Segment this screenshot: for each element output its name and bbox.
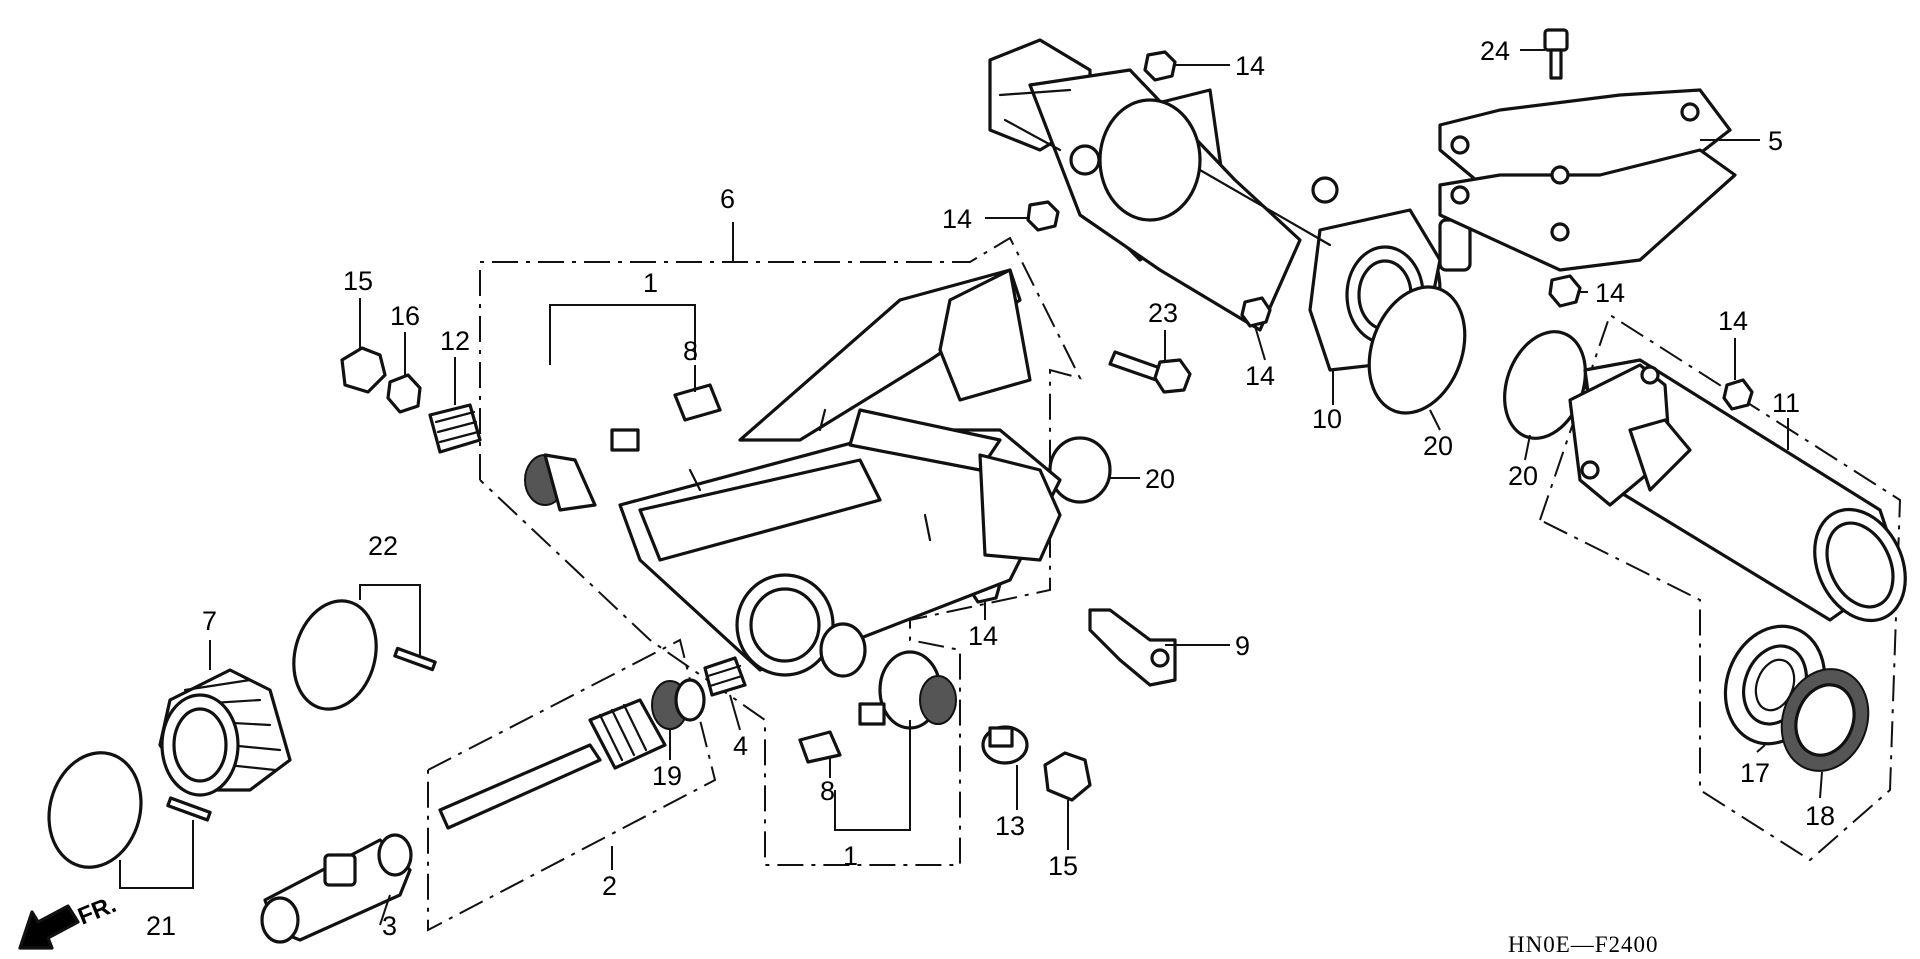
callout-10: 10 (1312, 404, 1342, 434)
bushing-1-lower (878, 650, 957, 730)
callout-20-lower: 20 (1145, 464, 1175, 494)
screw-21 (166, 796, 212, 822)
callout-15-upper: 15 (343, 266, 373, 296)
front-arrow: FR. (18, 891, 120, 950)
axle-housing-11 (1568, 358, 1907, 623)
callout-13: 13 (995, 811, 1025, 841)
universal-joint-3 (260, 833, 413, 944)
callout-19: 19 (652, 761, 682, 791)
tag-1-lower (858, 702, 886, 726)
bolt-24 (1543, 28, 1569, 80)
callout-16: 16 (390, 301, 420, 331)
o-ring-20-c (1048, 436, 1112, 504)
leader-lines (119, 49, 1823, 926)
cover-plate-5 (1438, 88, 1737, 272)
callout-12: 12 (440, 326, 470, 356)
callout-7: 7 (202, 606, 217, 636)
callout-23: 23 (1148, 298, 1178, 328)
arrow-down-left-icon (18, 904, 80, 950)
nut-15-upper (340, 346, 387, 394)
bracket-shaft-2 (427, 638, 717, 932)
callout-9: 9 (1235, 631, 1250, 661)
callout-5: 5 (1768, 126, 1783, 156)
boot-7 (158, 668, 292, 797)
callout-4: 4 (733, 731, 748, 761)
callout-labels: 6 1 8 15 16 12 22 7 21 3 2 19 4 8 1 14 1… (146, 36, 1835, 941)
callout-18: 18 (1805, 801, 1835, 831)
callout-20-a: 20 (1423, 431, 1453, 461)
spring-12 (428, 403, 482, 454)
callout-22: 22 (368, 531, 398, 561)
bolt-23 (1108, 350, 1192, 394)
callout-14-left: 14 (942, 204, 972, 234)
callout-14-case: 14 (1245, 361, 1275, 391)
bolt-13 (981, 725, 1029, 765)
nut-14-c (1240, 296, 1272, 328)
nut-14-a (1143, 50, 1177, 82)
tag-1-upper (610, 428, 640, 452)
callout-11: 11 (1772, 388, 1800, 418)
bracket-housing-11 (1539, 313, 1902, 862)
callout-14-plate: 14 (1595, 278, 1625, 308)
callout-8-lower: 8 (820, 776, 835, 806)
callout-20-b: 20 (1508, 461, 1538, 491)
callout-1-lower: 1 (843, 841, 858, 871)
seal-19 (651, 678, 706, 730)
callout-2: 2 (602, 871, 617, 901)
nut-15-lower (1043, 751, 1092, 802)
callout-14-right: 14 (1718, 306, 1748, 336)
callout-17: 17 (1740, 758, 1770, 788)
nut-16 (386, 373, 422, 414)
callout-15-lower: 15 (1048, 851, 1078, 881)
spring-4 (703, 656, 747, 697)
seal-18 (1780, 668, 1870, 772)
direction-label: FR. (74, 891, 120, 931)
band-22 (292, 599, 378, 711)
band-21 (47, 751, 143, 869)
callout-1-upper: 1 (643, 268, 658, 298)
nut-14-b (1026, 200, 1060, 232)
final-drive-case-10 (988, 38, 1472, 372)
callout-14-swingarm: 14 (968, 621, 998, 651)
callout-8-upper: 8 (683, 336, 698, 366)
drive-shaft-2 (438, 698, 667, 830)
screw-22 (393, 646, 437, 672)
diagram-code: HN0E—F2400 (1508, 932, 1659, 957)
nut-14-d (1548, 274, 1582, 308)
plate-8-upper (673, 383, 722, 422)
o-ring-20-a (1367, 285, 1467, 415)
callout-6: 6 (720, 184, 735, 214)
callout-21: 21 (146, 911, 176, 941)
callout-3: 3 (382, 911, 397, 941)
plate-8-lower (798, 730, 842, 764)
bushing-1-upper (524, 453, 597, 512)
nut-14-e (1722, 378, 1754, 411)
callout-14-top: 14 (1235, 51, 1265, 81)
callout-24: 24 (1480, 36, 1510, 66)
stopper-9 (1088, 608, 1177, 687)
swing-arm-6 (618, 268, 1062, 678)
